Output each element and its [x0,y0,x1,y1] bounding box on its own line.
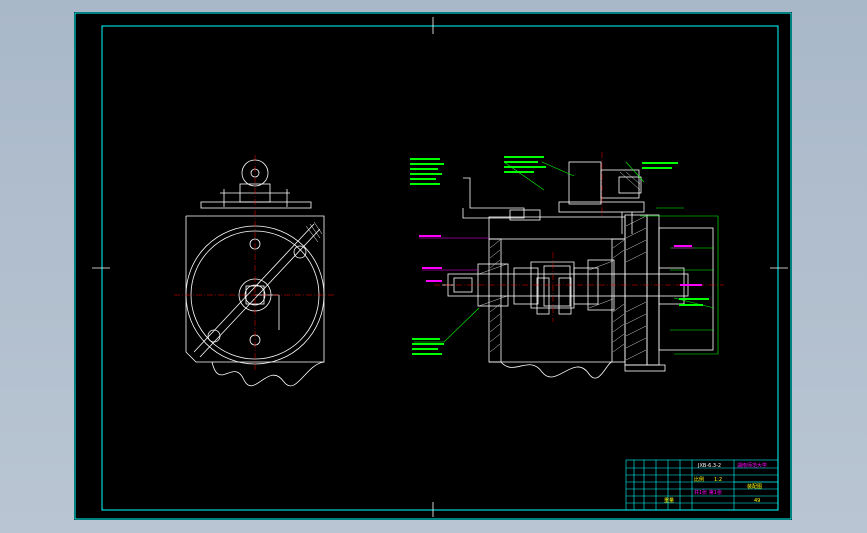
leader-lines [414,161,719,355]
side-view-hatch [305,221,323,243]
scale-value: 1:2 [714,477,722,483]
scale-label: 比例 [694,476,704,483]
housing-outline [185,215,325,363]
drawing-number: JXB-6.3-2 [697,463,721,469]
main-frame [488,216,626,240]
title-block [625,459,779,511]
assembly-drawing: JXB-6.3-2 湖南师范大学 装配图 比例 1:2 共1张 第1张 重量 4… [74,12,792,520]
page-number: 49 [754,498,760,504]
outer-frame [74,12,792,520]
company-name: 湖南师范大学 [737,462,767,469]
drawing-sheet: JXB-6.3-2 湖南师范大学 装配图 比例 1:2 共1张 第1张 重量 4… [74,12,792,520]
drawing-name: 装配图 [747,483,762,490]
section-view [442,161,714,379]
annotation-blocks [410,156,709,355]
material-label: 重量 [664,497,674,504]
top-motor [568,161,602,205]
dimension-labels [419,235,702,286]
section-centerlines [434,152,724,322]
section-hatching [478,171,647,361]
side-view-centerlines [174,155,336,372]
sheet-label: 共1张 第1张 [694,489,722,496]
dimension-lines [419,237,694,271]
centering-marks [92,17,788,517]
